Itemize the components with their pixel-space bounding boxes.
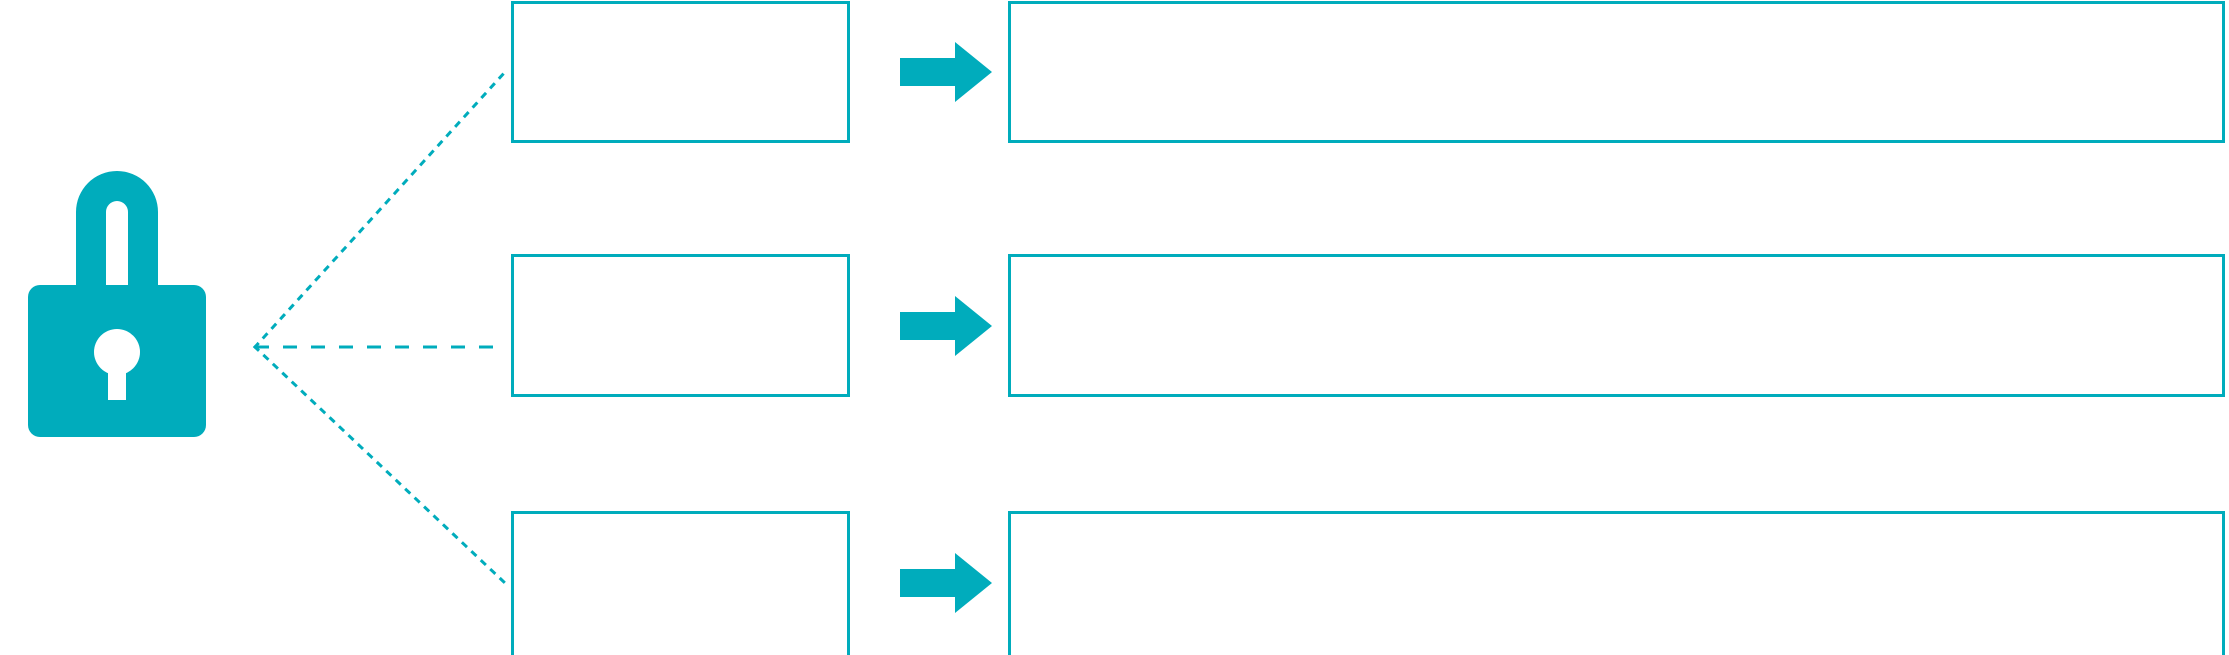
lock-shackle-icon bbox=[76, 171, 158, 300]
small-box-2-label bbox=[514, 257, 847, 394]
small-box-3-label bbox=[514, 514, 847, 655]
connector-group bbox=[252, 69, 508, 586]
small-box-1[interactable] bbox=[511, 1, 850, 143]
arrow-1 bbox=[900, 42, 992, 102]
connector-to-row-1 bbox=[252, 69, 508, 350]
wide-box-3-label bbox=[1011, 514, 2222, 655]
arrow-2 bbox=[900, 296, 992, 356]
small-box-3[interactable] bbox=[511, 511, 850, 655]
wide-box-2-label bbox=[1011, 257, 2222, 394]
wide-box-1-label bbox=[1011, 4, 2222, 140]
arrow-3 bbox=[900, 553, 992, 613]
wide-box-2[interactable] bbox=[1008, 254, 2225, 397]
arrow-group bbox=[900, 42, 992, 613]
lock-icon bbox=[28, 171, 206, 437]
small-box-1-label bbox=[514, 4, 847, 140]
wide-box-3[interactable] bbox=[1008, 511, 2225, 655]
connector-to-row-3 bbox=[252, 344, 508, 586]
wide-box-1[interactable] bbox=[1008, 1, 2225, 143]
small-box-2[interactable] bbox=[511, 254, 850, 397]
lock-keyhole-stem-icon bbox=[108, 352, 126, 400]
